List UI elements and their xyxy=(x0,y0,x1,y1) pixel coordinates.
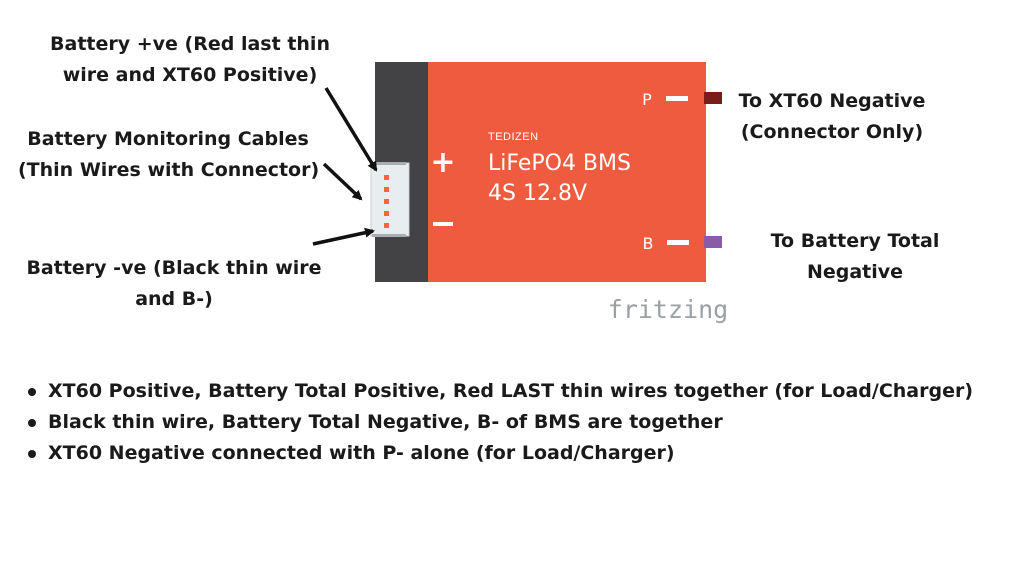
monitoring-cables-label: Battery Monitoring Cables (Thin Wires wi… xyxy=(18,124,320,186)
connector-pin-5 xyxy=(384,223,389,228)
battery-positive-label-line1: Battery +ve (Red last thin xyxy=(50,33,330,55)
note-item: Black thin wire, Battery Total Negative,… xyxy=(26,407,973,438)
xt60-negative-label-line1: To XT60 Negative xyxy=(738,90,926,112)
bms-spec: 4S 12.8V xyxy=(488,181,587,206)
b-terminal-wire xyxy=(704,236,722,248)
battery-negative-label: Battery -ve (Black thin wire and B-) xyxy=(24,253,324,315)
xt60-negative-label-line2: (Connector Only) xyxy=(740,121,924,143)
fritzing-watermark: fritzing xyxy=(608,295,728,324)
p-terminal-bar xyxy=(666,96,688,101)
plus-symbol: + xyxy=(430,145,455,180)
p-terminal-wire xyxy=(704,92,722,104)
battery-positive-arrow xyxy=(324,87,378,172)
battery-total-negative-label-line1: To Battery Total xyxy=(770,230,940,252)
battery-negative-label-line1: Battery -ve (Black thin wire xyxy=(26,257,322,279)
balance-connector xyxy=(370,162,410,237)
monitoring-cables-label-line2: (Thin Wires with Connector) xyxy=(18,159,320,181)
bms-model: LiFePO4 BMS xyxy=(488,151,631,176)
battery-total-negative-label: To Battery Total Negative xyxy=(745,226,965,288)
minus-symbol xyxy=(433,222,453,226)
xt60-negative-label: To XT60 Negative (Connector Only) xyxy=(722,86,942,148)
connector-pin-3 xyxy=(384,199,389,204)
b-terminal-bar xyxy=(667,240,689,245)
connector-pin-4 xyxy=(384,211,389,216)
connector-pin-2 xyxy=(384,187,389,192)
note-item: XT60 Positive, Battery Total Positive, R… xyxy=(26,376,973,407)
battery-positive-label: Battery +ve (Red last thin wire and XT60… xyxy=(30,29,350,91)
monitoring-cables-label-line1: Battery Monitoring Cables xyxy=(27,128,309,150)
note-item: XT60 Negative connected with P- alone (f… xyxy=(26,438,973,469)
battery-positive-label-line2: wire and XT60 Positive) xyxy=(62,64,318,86)
bms-diagram: + TEDIZEN LiFePO4 BMS 4S 12.8V P B fritz… xyxy=(312,62,728,324)
bms-board xyxy=(428,62,706,282)
battery-total-negative-label-line2: Negative xyxy=(806,261,904,283)
notes-list: XT60 Positive, Battery Total Positive, R… xyxy=(26,376,973,469)
battery-negative-arrow xyxy=(312,227,375,246)
b-terminal-label: B xyxy=(643,234,654,253)
battery-negative-label-line2: and B-) xyxy=(135,288,213,310)
connector-pin-1 xyxy=(384,175,389,180)
monitoring-cables-arrow xyxy=(322,162,363,201)
bms-brand: TEDIZEN xyxy=(488,131,539,143)
p-terminal-label: P xyxy=(642,90,652,109)
